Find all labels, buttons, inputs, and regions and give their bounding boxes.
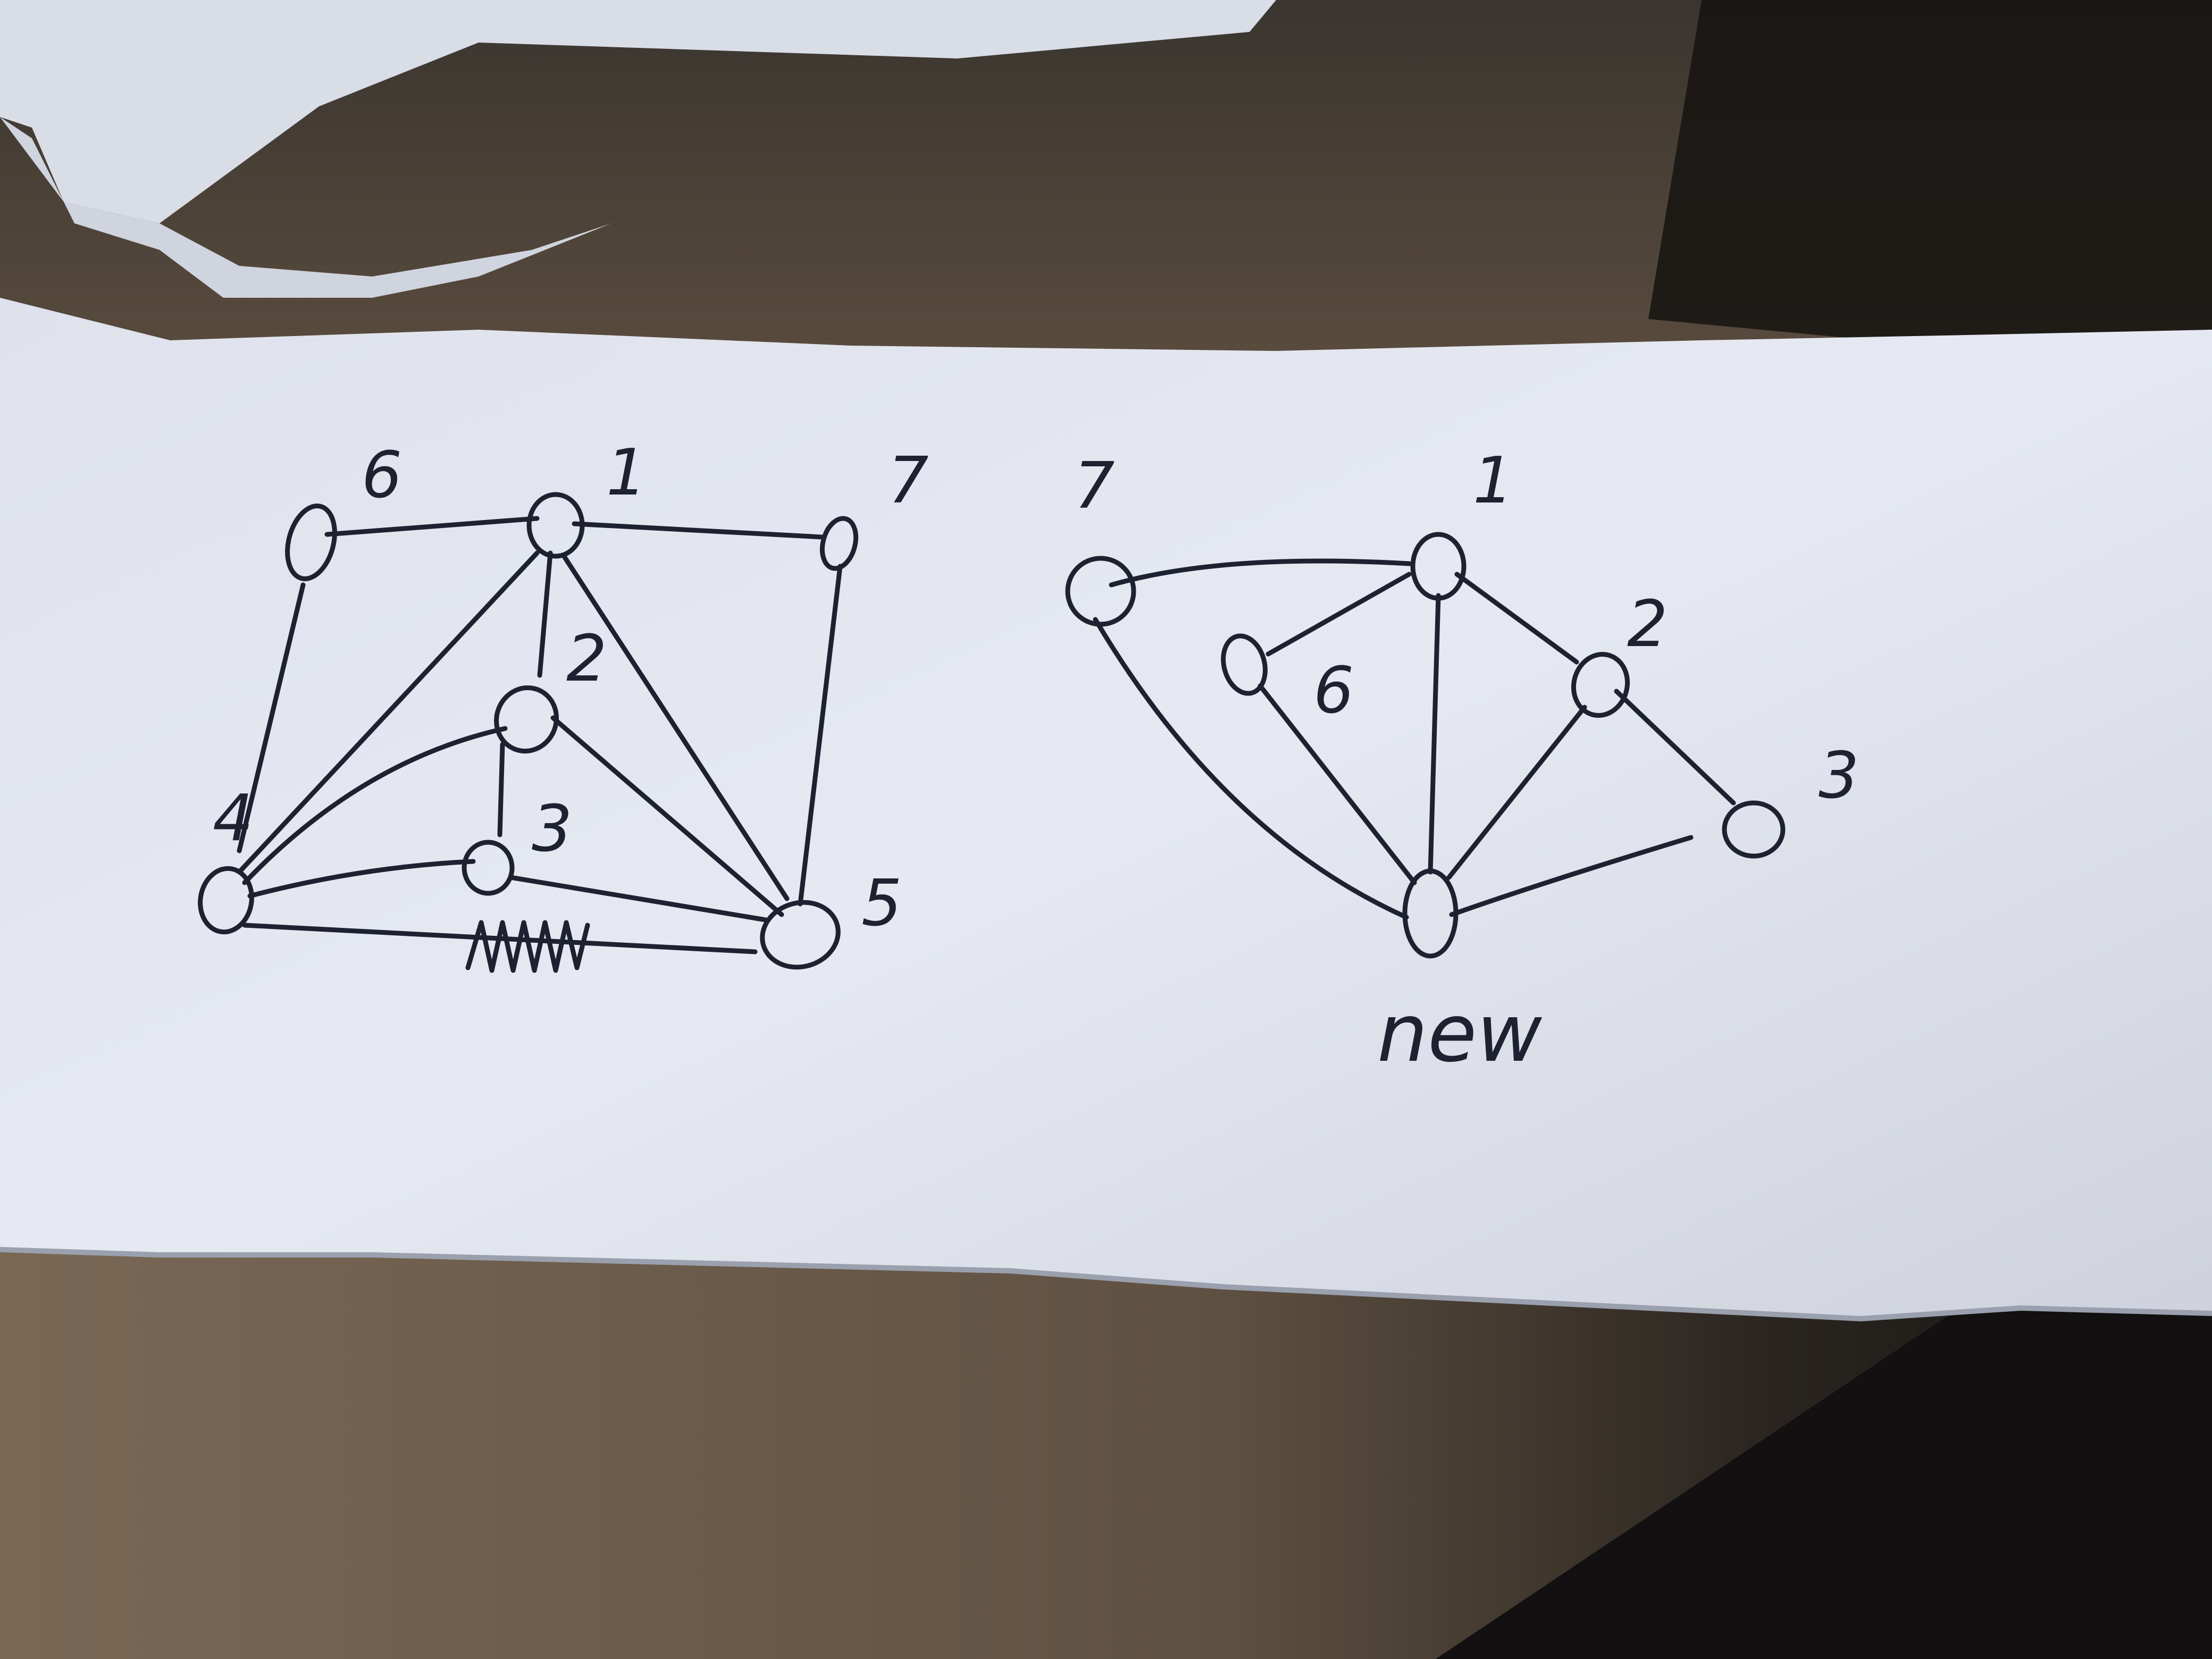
rnode-1 <box>1410 532 1467 601</box>
edge-6-4 <box>237 582 306 853</box>
node-2 <box>494 685 559 754</box>
edge-3-4 <box>247 859 476 899</box>
edge-6-1 <box>324 516 540 537</box>
edge-3-new <box>1449 835 1694 917</box>
rlabel-3: 3 <box>1819 739 1859 813</box>
right-graph-nodes <box>1065 532 1786 959</box>
node-1 <box>526 492 585 559</box>
node-3 <box>462 840 515 896</box>
node-7 <box>819 516 859 571</box>
tissue-paper <box>0 0 1276 223</box>
edge-2-5 <box>550 715 784 917</box>
rnode-3 <box>1722 800 1786 859</box>
rnode-7 <box>1065 556 1136 627</box>
edge-3-5 <box>508 875 768 923</box>
edge-1-2 <box>537 550 553 678</box>
left-graph-labels: 6 1 7 2 4 3 5 <box>213 436 928 941</box>
node-6 <box>285 504 337 581</box>
label-2: 2 <box>566 622 607 696</box>
label-1: 1 <box>606 436 647 510</box>
edge-1-4 <box>237 550 540 875</box>
edge-1-2r <box>1454 572 1579 665</box>
edge-7-new <box>1093 617 1409 920</box>
rnode-2 <box>1571 652 1630 718</box>
edge-2-3 <box>497 742 505 837</box>
right-graph-labels: 7 1 6 2 3 new <box>1074 444 1859 1080</box>
label-6: 6 <box>362 439 402 513</box>
edge-2-new <box>1446 705 1587 880</box>
edge-6-new <box>1258 683 1417 885</box>
edge-7-1 <box>1109 558 1412 588</box>
paper-sheet <box>0 298 2212 1319</box>
edge-1-7 <box>572 521 824 540</box>
node-4 <box>198 866 254 935</box>
label-5: 5 <box>861 867 902 941</box>
crossed-out-scribble <box>465 920 590 973</box>
rlabel-2: 2 <box>1627 588 1668 661</box>
node-5 <box>760 900 841 970</box>
right-graph-edges <box>1093 558 1736 920</box>
rlabel-1: 1 <box>1473 444 1513 518</box>
rlabel-new: new <box>1377 987 1542 1080</box>
edge-1-5 <box>561 553 790 901</box>
rnode-new <box>1402 868 1459 959</box>
rlabel-7: 7 <box>1074 449 1115 523</box>
left-graph-edges <box>237 516 843 954</box>
edge-2-4 <box>242 726 508 885</box>
label-4: 4 <box>213 782 253 856</box>
bottom-right-shadow <box>1436 1250 2212 1659</box>
right-graph: 7 1 6 2 3 new <box>1065 444 1859 1080</box>
dark-corner <box>1648 0 2212 372</box>
left-graph: 6 1 7 2 4 3 5 <box>198 436 928 973</box>
label-3: 3 <box>532 792 572 866</box>
edge-7-5 <box>798 564 843 907</box>
edge-2-3r <box>1614 689 1736 806</box>
rnode-6 <box>1221 633 1268 696</box>
paper-torn-edge <box>0 1247 2212 1322</box>
edge-1-new <box>1428 593 1441 875</box>
label-7: 7 <box>888 444 928 518</box>
edge-1-6 <box>1266 572 1412 657</box>
left-graph-nodes <box>198 492 859 970</box>
rlabel-6: 6 <box>1313 654 1354 728</box>
